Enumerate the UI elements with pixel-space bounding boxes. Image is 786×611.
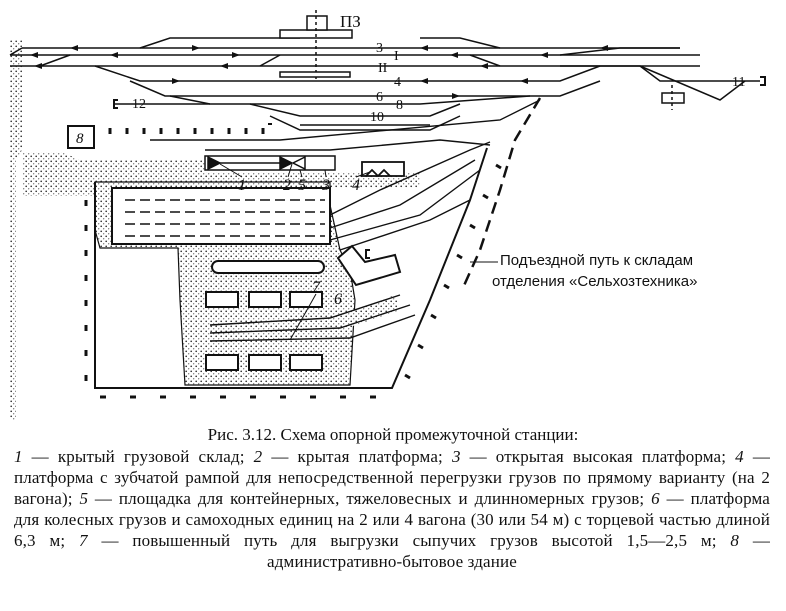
track-label-12: 12 bbox=[132, 97, 146, 112]
track-label-3: 3 bbox=[376, 41, 383, 56]
track-label-4: 4 bbox=[394, 75, 401, 90]
track-label-II: II bbox=[378, 61, 388, 76]
track-labels: 3 I II 4 6 8 10 11 12 bbox=[132, 41, 745, 125]
passenger-building bbox=[279, 10, 685, 110]
container-area-oval bbox=[211, 260, 325, 274]
station-building-label: ПЗ bbox=[340, 12, 361, 31]
facility-number-8: 8 bbox=[76, 131, 84, 147]
access-road-label-line2: отделения «Сельхозтехника» bbox=[492, 273, 697, 290]
track-label-I: I bbox=[394, 49, 399, 64]
track-label-10: 10 bbox=[370, 110, 384, 125]
facility-number-2: 2 bbox=[283, 177, 291, 194]
leader-line-7 bbox=[289, 293, 317, 341]
legend-item-4: 4 — платформа с зубчатой рампой для непо… bbox=[14, 447, 770, 508]
caption-legend: 1 — крытый грузовой склад; 2 — крытая пл… bbox=[14, 446, 770, 572]
legend-item-7: 7 — повышенный путь для выгрузки сыпучих… bbox=[79, 531, 731, 550]
caption-title: Рис. 3.12. Схема опорной промежуточной с… bbox=[207, 425, 579, 444]
legend-item-3: 3 — открытая высокая платформа; bbox=[451, 447, 736, 466]
platform-row bbox=[204, 155, 336, 171]
covered-warehouse bbox=[111, 187, 331, 245]
facility-number-5: 5 bbox=[298, 177, 306, 194]
buffer-stops bbox=[113, 76, 766, 125]
legend-item-6: 6 — платформа для колесных грузов и само… bbox=[14, 489, 770, 550]
wheeled-cargo-platform bbox=[336, 244, 402, 287]
facility-number-3: 3 bbox=[321, 177, 330, 194]
facility-number-6: 6 bbox=[334, 291, 342, 308]
main-tracks bbox=[9, 37, 760, 131]
toothed-ramp-platform bbox=[361, 161, 405, 178]
track-label-6: 6 bbox=[376, 90, 383, 105]
legend-item-8: 8 — административно-бытовое здание bbox=[267, 531, 770, 571]
leader-lines bbox=[219, 163, 371, 178]
facility-number-4: 4 bbox=[352, 177, 360, 194]
warehouse-internal-tracks bbox=[125, 199, 325, 237]
access-track-dashed bbox=[460, 97, 542, 291]
facility-number-7: 7 bbox=[312, 279, 321, 296]
small-buildings bbox=[205, 291, 323, 371]
freight-tracks bbox=[150, 99, 541, 342]
figure-caption: Рис. 3.12. Схема опорной промежуточной с… bbox=[0, 424, 786, 572]
legend-item-1: 1 — крытый грузовой склад; bbox=[14, 447, 254, 466]
fence bbox=[84, 128, 502, 399]
legend-item-2: 2 — крытая платформа; bbox=[253, 447, 452, 466]
freight-yard-boundary bbox=[94, 147, 488, 389]
track-label-11: 11 bbox=[732, 75, 745, 90]
track-arrows bbox=[30, 45, 608, 99]
legend-item-5: 5 — площадка для контейнерных, тяжеловес… bbox=[79, 489, 652, 508]
track-label-8: 8 bbox=[396, 98, 403, 113]
facility-number-1: 1 bbox=[238, 177, 246, 194]
station-scheme-diagram: ПЗ 3 I II 4 6 8 10 11 12 8 bbox=[9, 10, 766, 420]
access-road-label-line1: Подъездной путь к складам bbox=[500, 252, 693, 269]
admin-building bbox=[67, 125, 95, 149]
